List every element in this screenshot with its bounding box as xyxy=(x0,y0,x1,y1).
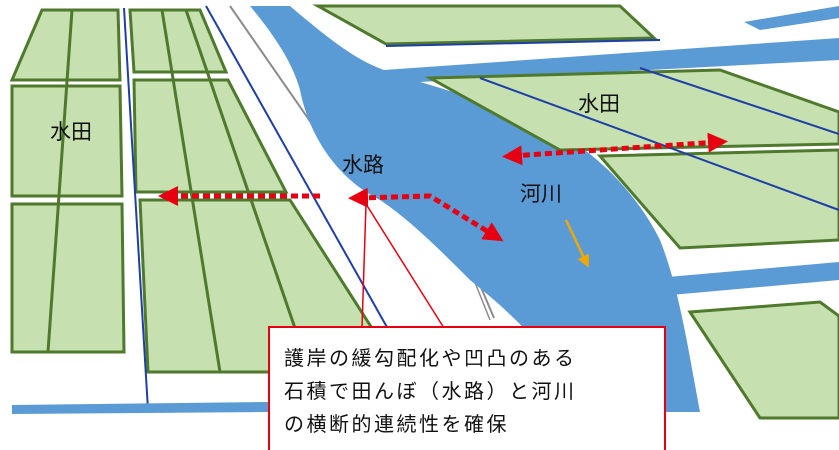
irrigation-channel-line xyxy=(205,5,411,369)
paddy-divider xyxy=(160,9,222,373)
waterway-label: 水路 xyxy=(342,153,384,177)
paddy-plot xyxy=(687,300,839,420)
paddy-field-label-left: 水田 xyxy=(50,120,92,144)
callout-box: 護岸の緩勾配化や凹凸のある 石積で田んぼ（水路）と河川 の横断的連続性を確保 xyxy=(268,326,666,450)
irrigation-channel-line xyxy=(639,67,839,135)
connectivity-arrow-waterway-river xyxy=(348,187,504,242)
paddy-plot xyxy=(9,8,122,82)
paddy-plot xyxy=(128,8,229,74)
river xyxy=(250,6,839,412)
paddy-plot xyxy=(132,78,289,194)
callout-leader-line xyxy=(365,203,445,329)
paddy-divider xyxy=(184,9,312,373)
left-paddy-fields xyxy=(9,8,403,374)
paddy-plot xyxy=(10,84,124,198)
irrigation-channel-line xyxy=(385,39,661,47)
callout-text: 護岸の緩勾配化や凹凸のある 石積で田んぼ（水路）と河川 の横断的連続性を確保 xyxy=(284,346,577,436)
right-paddy-fields xyxy=(424,67,839,420)
callout-leader-line xyxy=(361,203,367,329)
paddy-field-label-right: 水田 xyxy=(578,92,620,116)
bottom-waterway xyxy=(12,402,270,414)
top-paddy-plot xyxy=(312,4,658,46)
river-tributary xyxy=(610,262,839,296)
river-label: 河川 xyxy=(520,182,562,206)
river-inflow-top xyxy=(744,6,839,30)
paddy-plot xyxy=(10,202,126,354)
flow-direction-arrow xyxy=(564,219,589,268)
paddy-plot xyxy=(596,148,839,250)
irrigation-channel-line xyxy=(123,7,149,411)
connectivity-arrow-river-paddy xyxy=(502,132,728,166)
paddy-divider xyxy=(46,9,74,353)
